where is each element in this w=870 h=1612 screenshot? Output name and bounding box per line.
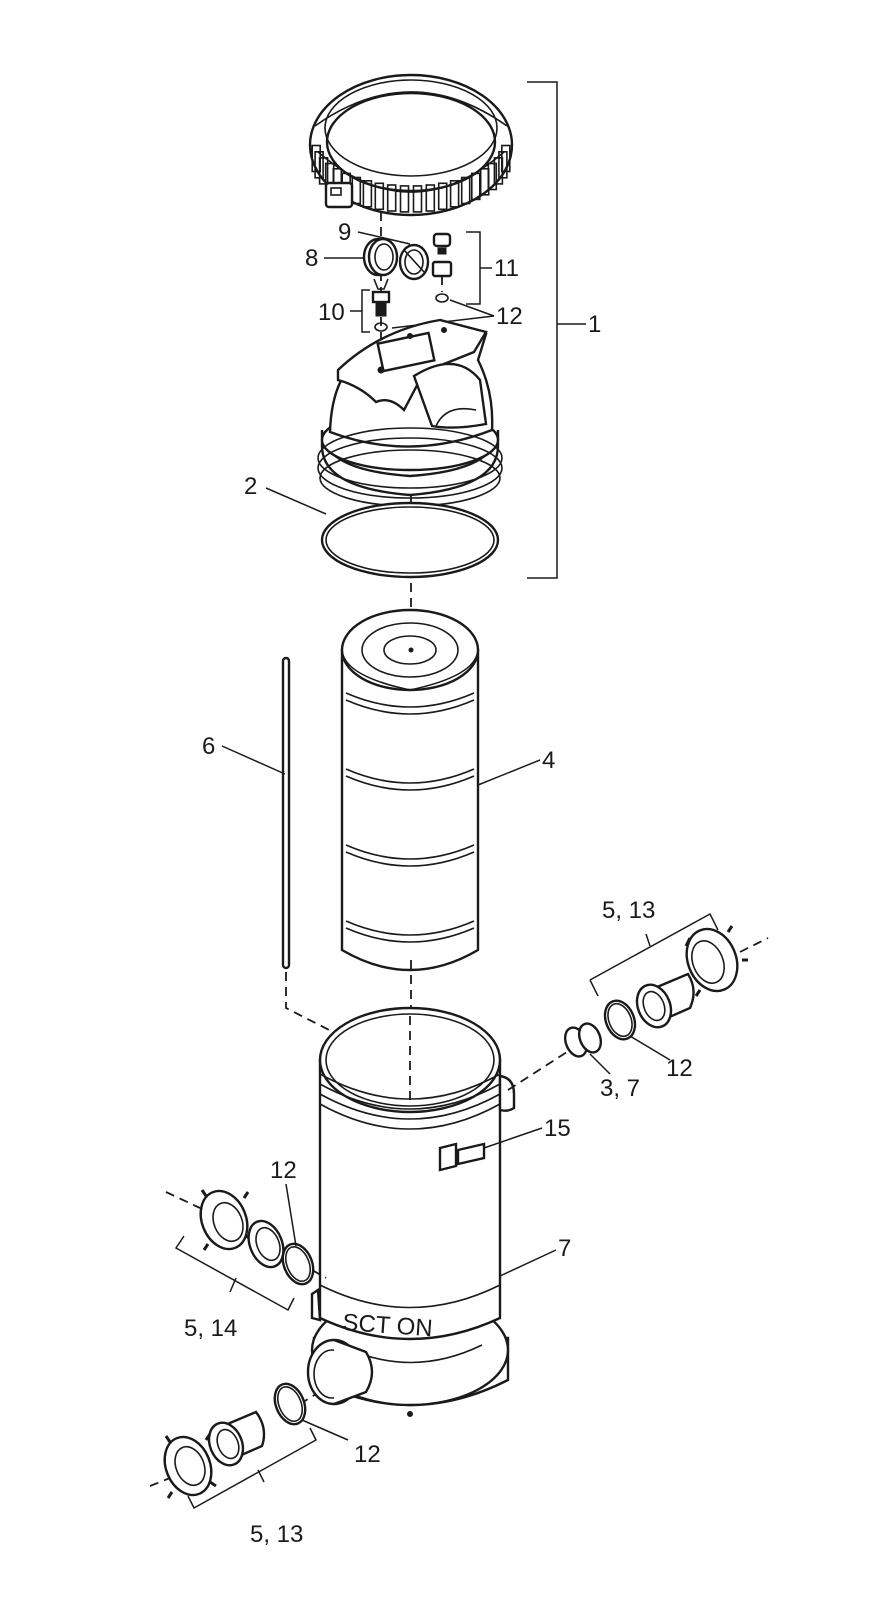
lid-o-ring-2 [320,501,500,579]
assembly-bracket-1 [527,81,586,579]
lock-ring-rib [425,184,436,212]
lock-ring-rib [318,157,329,185]
callout-15: 15 [544,1115,571,1142]
union-5-13-upper [507,912,769,1091]
callout-2: 2 [244,473,257,500]
callout-12-left: 12 [270,1157,297,1184]
filter-lid [317,318,503,507]
lock-ring-rib [437,182,448,211]
lock-ring-rib [412,185,423,213]
callout-6: 6 [202,733,215,760]
callout-5-14: 5, 14 [184,1315,237,1342]
part-3-7-ring [563,1022,611,1075]
callout-12-bottom: 12 [354,1441,381,1468]
lock-ring-rib [498,151,508,179]
callout-9: 9 [338,219,351,246]
pressure-gauge-8 [362,237,399,290]
lock-ring-rib [449,180,460,208]
callout-11: 11 [494,255,519,282]
callout-1: 1 [588,311,601,338]
callout-4: 4 [542,747,555,774]
gauge-adapter-10 [350,289,391,333]
callout-8: 8 [305,245,318,272]
callout-5-13-top: 5, 13 [602,897,655,924]
part-15-clip [438,1127,543,1172]
union-5-13-lower [149,1382,349,1510]
lock-ring [308,73,514,217]
callout-10: 10 [318,299,345,326]
union-5-14-left [165,1183,327,1312]
lock-ring-rib [487,162,498,191]
lock-ring-rib [500,144,511,173]
air-relief-valve-11 [391,231,495,329]
lock-ring-rib [374,182,385,211]
callout-7: 7 [558,1235,571,1262]
lock-ring-rib [386,184,397,212]
gauge-bezel-9 [398,243,430,281]
lock-ring-rib [362,180,373,208]
lock-ring-rib [470,172,481,201]
callout-12-lid: 12 [496,303,523,330]
lock-ring-rib [399,185,410,213]
filter-tank-7: SCT ON [306,1006,557,1417]
callout-5-13-bottom: 5, 13 [250,1521,303,1548]
callout-12-right: 12 [666,1055,693,1082]
lock-ring-rib [460,176,471,205]
callout-3-7: 3, 7 [600,1075,640,1102]
filter-cartridge-4 [340,608,480,1010]
svg-text:SCT ON: SCT ON [342,1309,434,1342]
